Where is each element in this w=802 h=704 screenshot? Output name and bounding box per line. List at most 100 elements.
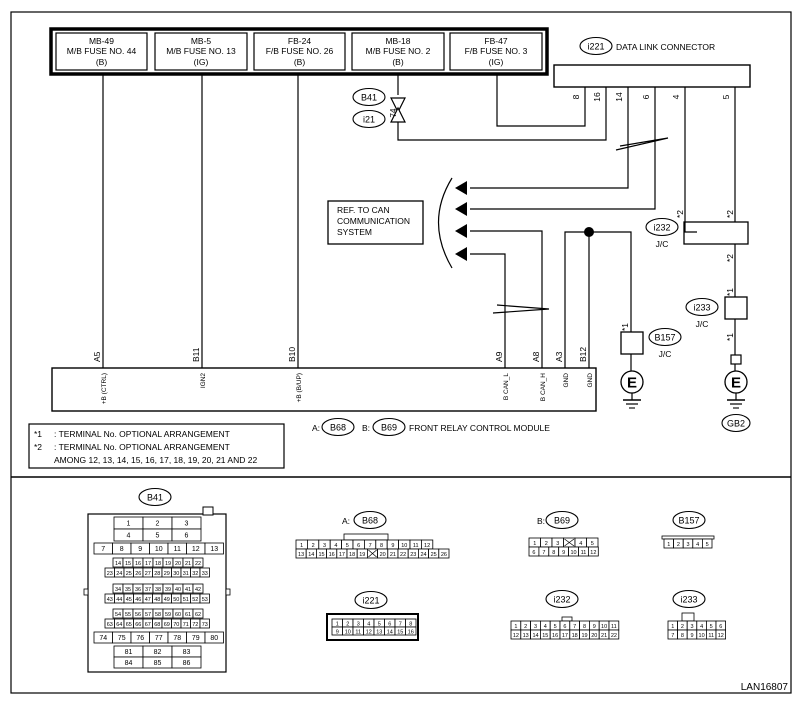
b69-pin-number: 5 — [591, 541, 594, 547]
wire — [496, 74, 586, 127]
b41-key — [225, 588, 231, 596]
b68-pin-number: 2 — [312, 543, 315, 549]
b68-pin-number: 15 — [318, 552, 324, 558]
b157-pin-number: 3 — [686, 542, 689, 548]
i232-pin-number: 12 — [513, 633, 519, 639]
b41-pin-number: 65 — [126, 622, 132, 628]
module-title: FRONT RELAY CONTROL MODULE — [409, 423, 550, 433]
b68-pin-number: 19 — [359, 552, 365, 558]
wire — [470, 253, 506, 368]
fuse-code: MB-5 — [191, 36, 212, 46]
dlc-pin-number: 8 — [571, 94, 581, 99]
i233-pin-number: 6 — [719, 624, 722, 630]
b157-pin-number: 2 — [677, 542, 680, 548]
b41-pin-number: 72 — [192, 622, 198, 628]
b41-pin-number: 57 — [145, 612, 151, 618]
b41-pin-number: 16 — [135, 561, 141, 567]
i232-cell — [608, 629, 620, 640]
note-text: AMONG 12, 13, 14, 15, 16, 17, 18, 19, 20… — [54, 455, 257, 465]
i232-pin-number: 18 — [572, 633, 578, 639]
i232-conn-tag: i232 — [553, 595, 570, 605]
i233-pin-number: 2 — [681, 624, 684, 630]
i232-pin-number: 6 — [563, 624, 566, 630]
b157-cell — [702, 538, 713, 549]
b157-latch — [661, 535, 715, 540]
inline-male-pin — [390, 97, 406, 114]
b41-cell — [171, 656, 202, 669]
module-pin-number: B10 — [287, 347, 297, 362]
fuse-name: M/B FUSE NO. 2 — [366, 46, 431, 56]
b41-pin-number: 18 — [155, 561, 161, 567]
fuse-type: (B) — [96, 57, 108, 67]
b41-cell — [192, 583, 204, 594]
b68-pin-number: 21 — [390, 552, 396, 558]
b41-pin-number: 7 — [101, 546, 105, 553]
dlc-pin-number: 4 — [671, 94, 681, 99]
i233-pin-number: 10 — [699, 633, 705, 639]
b69-pin-number: 1 — [533, 541, 536, 547]
i232-pin-number: 9 — [593, 624, 596, 630]
twist-mark — [492, 304, 550, 314]
b69-blank — [564, 538, 575, 547]
b41-pin-number: 80 — [210, 635, 218, 642]
i232-pin-number: 1 — [514, 624, 517, 630]
b68-pin-number: 23 — [410, 552, 416, 558]
b41-pin-number: 23 — [107, 571, 113, 577]
b41-pin-number: 73 — [202, 622, 208, 628]
b41-pin-number: 6 — [185, 533, 189, 540]
b41-pin-number: 58 — [155, 612, 161, 618]
i233-cell — [715, 629, 727, 640]
b69-pin-number: 7 — [542, 550, 545, 556]
b41-pin-number: 63 — [107, 622, 113, 628]
b41-pin-number: 13 — [210, 546, 218, 553]
b41-pin-number: 71 — [183, 622, 189, 628]
i232-pin-number: 16 — [552, 633, 558, 639]
b41-pin-number: 52 — [192, 597, 198, 603]
i232-pin-number: 13 — [523, 633, 529, 639]
b41-pin-number: 26 — [135, 571, 141, 577]
b41-cell — [171, 528, 202, 542]
b41-pin-number: 61 — [185, 612, 191, 618]
b41-pin-number: 70 — [173, 622, 179, 628]
wire — [564, 231, 590, 368]
inline-tag: B41 — [361, 93, 377, 103]
fuse-type: (B) — [392, 57, 404, 67]
b41-pin-number: 12 — [192, 546, 200, 553]
b41-pin-number: 60 — [175, 612, 181, 618]
i232-pin-number: 17 — [562, 633, 568, 639]
can-ref-box — [327, 200, 424, 245]
jc1-body — [683, 221, 749, 245]
jc1-tag-oval — [645, 217, 679, 237]
b41-pin-number: 25 — [126, 571, 132, 577]
dlc-tag-oval — [579, 36, 613, 56]
b41-pin-number: 27 — [145, 571, 151, 577]
b68-prefix: A: — [342, 516, 350, 526]
b41-pin-number: 74 — [99, 635, 107, 642]
can-arrow — [455, 181, 467, 195]
b41-pin-number: 37 — [145, 587, 151, 593]
wire — [470, 87, 656, 210]
inline-tag-oval — [352, 109, 386, 129]
fuse-name: M/B FUSE NO. 44 — [67, 46, 137, 56]
b41-pin-number: 33 — [202, 571, 208, 577]
b41-pin-number: 56 — [135, 612, 141, 618]
b41-pin-number: 10 — [155, 546, 163, 553]
b41-pin-number: 2 — [156, 521, 160, 528]
b68-pin-number: 24 — [420, 552, 426, 558]
i221-pin-number: 6 — [388, 622, 391, 628]
b157-pin-number: 1 — [667, 542, 670, 548]
b68-pin-number: 9 — [391, 543, 394, 549]
i232-pin-number: 3 — [534, 624, 537, 630]
i233-latch — [681, 612, 695, 622]
i232-pin-number: 10 — [601, 624, 607, 630]
ground1-label: J/C — [659, 349, 672, 359]
module-pin-label: +B (CTRL) — [101, 373, 108, 404]
b41-pin-number: 9 — [138, 546, 142, 553]
b41-pin-number: 24 — [116, 571, 122, 577]
i232-pin-number: 8 — [583, 624, 586, 630]
inline-pin-number: 74 — [389, 108, 398, 117]
i221-pin-number: 9 — [336, 630, 339, 636]
b41-pin-number: 59 — [165, 612, 171, 618]
b68-blank — [368, 549, 377, 558]
b157-tag: B157 — [678, 516, 699, 526]
